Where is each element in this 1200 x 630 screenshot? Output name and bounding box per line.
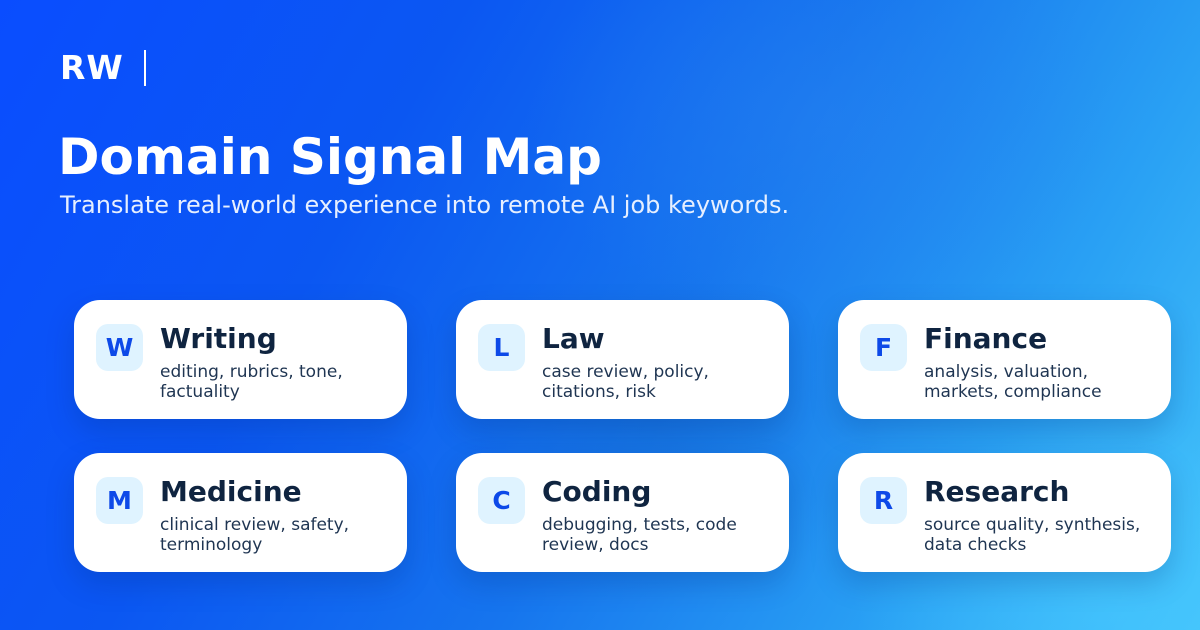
domain-title: Research — [924, 475, 1070, 508]
domain-title: Finance — [924, 322, 1048, 355]
domain-card-writing: W Writing editing, rubrics, tone, factua… — [74, 300, 407, 419]
domain-badge: W — [96, 324, 143, 371]
domain-description: editing, rubrics, tone, factuality — [160, 362, 343, 402]
domain-card-law: L Law case review, policy, citations, ri… — [456, 300, 789, 419]
logo-text: RW — [60, 48, 124, 87]
domain-title: Writing — [160, 322, 277, 355]
brand-logo: RW — [60, 48, 146, 87]
domain-description: analysis, valuation, markets, compliance — [924, 362, 1102, 402]
domain-title: Medicine — [160, 475, 302, 508]
domain-title: Coding — [542, 475, 652, 508]
page-subtitle: Translate real-world experience into rem… — [60, 191, 790, 219]
domain-card-medicine: M Medicine clinical review, safety, term… — [74, 453, 407, 572]
page-title: Domain Signal Map — [58, 128, 602, 186]
domain-description: debugging, tests, code review, docs — [542, 515, 737, 555]
domain-card-coding: C Coding debugging, tests, code review, … — [456, 453, 789, 572]
domain-card-grid: W Writing editing, rubrics, tone, factua… — [74, 300, 1171, 572]
domain-badge: L — [478, 324, 525, 371]
domain-title: Law — [542, 322, 605, 355]
domain-description: clinical review, safety, terminology — [160, 515, 350, 555]
domain-description: case review, policy, citations, risk — [542, 362, 709, 402]
domain-card-research: R Research source quality, synthesis, da… — [838, 453, 1171, 572]
domain-badge: F — [860, 324, 907, 371]
logo-divider — [143, 49, 146, 86]
domain-badge: R — [860, 477, 907, 524]
domain-description: source quality, synthesis, data checks — [924, 515, 1141, 555]
domain-badge: C — [478, 477, 525, 524]
domain-badge: M — [96, 477, 143, 524]
domain-card-finance: F Finance analysis, valuation, markets, … — [838, 300, 1171, 419]
